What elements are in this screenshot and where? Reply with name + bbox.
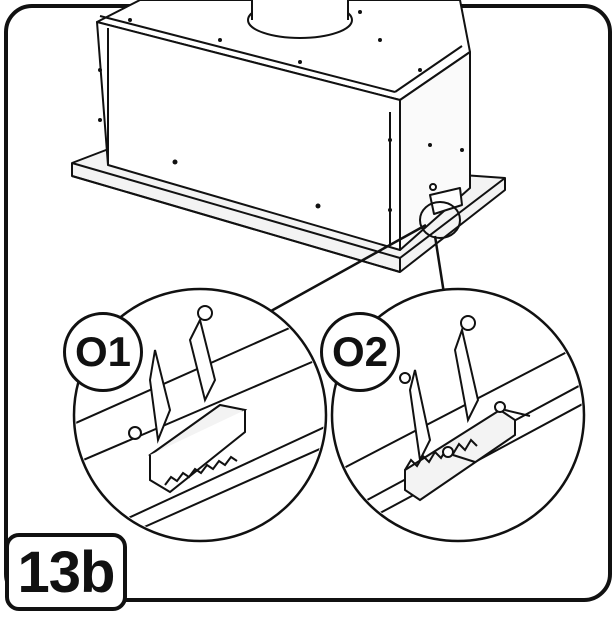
callout-label-o1: O1: [63, 312, 143, 392]
callout-label-o2: O2: [320, 312, 400, 392]
step-number-badge: 13b: [5, 533, 127, 611]
